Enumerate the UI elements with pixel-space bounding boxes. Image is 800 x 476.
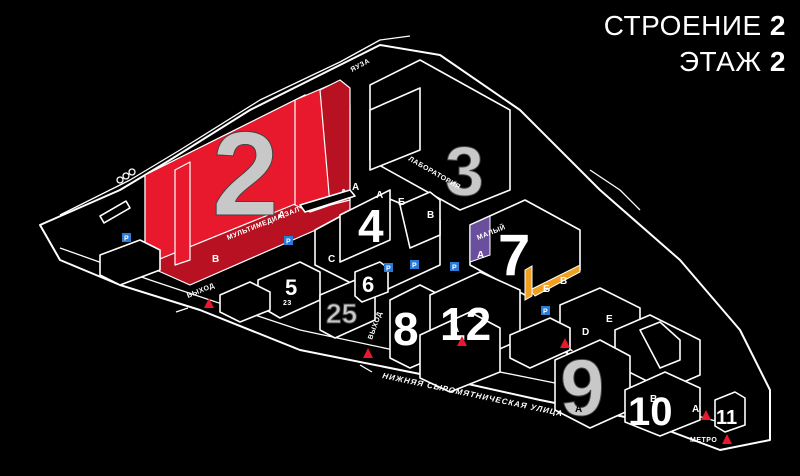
bridge bbox=[299, 189, 356, 213]
entrance-marker bbox=[560, 338, 570, 348]
building-west bbox=[99, 239, 161, 286]
building-4-letter-a: А bbox=[376, 190, 383, 201]
site-boundary bbox=[39, 44, 771, 451]
building-east bbox=[639, 321, 681, 369]
svg-text:P: P bbox=[543, 309, 548, 316]
building-4-letter-v: В bbox=[427, 210, 434, 221]
building-6[interactable]: 6 bbox=[354, 261, 389, 303]
river-label: ЯУЗА bbox=[350, 58, 372, 74]
building-4[interactable]: 4 А Б В С bbox=[314, 189, 441, 296]
cluster-letter-d: D bbox=[582, 327, 589, 338]
building-9-number: 9 bbox=[560, 343, 605, 432]
riverbank bbox=[59, 35, 411, 216]
building-2-column bbox=[174, 161, 191, 266]
building-7-small-hall bbox=[469, 215, 491, 263]
title-block: СТРОЕНИЕ 2 ЭТАЖ 2 bbox=[604, 8, 786, 80]
building-12-number: 12 bbox=[440, 298, 491, 350]
building-7[interactable]: 7 МАЛЫЙ А Б В bbox=[469, 199, 581, 301]
riverbank-2 bbox=[589, 169, 641, 211]
building-23-number: 23 bbox=[283, 300, 292, 307]
floor-title: ЭТАЖ 2 bbox=[604, 44, 786, 80]
building-4-number: 4 bbox=[358, 200, 384, 252]
building-8-number: 8 bbox=[393, 303, 419, 355]
svg-text:P: P bbox=[286, 239, 291, 246]
building-10-letter-a: А bbox=[692, 404, 699, 415]
building-7-accent-2 bbox=[524, 265, 533, 301]
parking-marker: P bbox=[284, 236, 293, 246]
entrance-marker bbox=[204, 298, 214, 308]
building-12-letter-a: А bbox=[452, 324, 459, 335]
metro-label: МЕТРО bbox=[690, 437, 717, 444]
building-word: СТРОЕНИЕ bbox=[603, 10, 762, 41]
building-3-letter: А bbox=[352, 182, 359, 193]
building-10[interactable]: 10 В А bbox=[624, 371, 701, 437]
building-9-letter-a: А bbox=[575, 404, 582, 415]
building-south bbox=[219, 281, 271, 323]
building-6-body bbox=[354, 261, 389, 303]
building-7-letter-b: Б bbox=[543, 284, 550, 295]
bollard bbox=[122, 172, 130, 180]
building-2-letter-a: А bbox=[278, 210, 285, 221]
entrance-marker bbox=[363, 348, 373, 358]
parking-marker: P bbox=[410, 260, 419, 270]
building-7-accent bbox=[529, 264, 581, 297]
entrance-marker bbox=[701, 410, 711, 420]
building-5[interactable]: 5 23 bbox=[257, 261, 321, 319]
building-number: 2 bbox=[769, 10, 786, 41]
parking-marker: P bbox=[450, 262, 459, 272]
bollard bbox=[116, 176, 124, 184]
building-2-number: 2 bbox=[212, 107, 279, 241]
building-title: СТРОЕНИЕ 2 bbox=[604, 8, 786, 44]
svg-text:P: P bbox=[386, 266, 391, 273]
entrance-marker bbox=[457, 336, 467, 346]
svg-text:P: P bbox=[412, 263, 417, 270]
building-7-letter-v: В bbox=[560, 276, 567, 287]
building-12[interactable]: 12 А В bbox=[419, 271, 535, 393]
building-11[interactable]: 11 bbox=[714, 391, 746, 433]
pier bbox=[99, 200, 131, 224]
building-9[interactable]: 9 А bbox=[554, 339, 631, 433]
building-mid bbox=[509, 317, 571, 369]
building-5-number: 5 bbox=[285, 275, 297, 300]
exit-arrow-2 bbox=[359, 364, 373, 373]
building-10-letter-v: В bbox=[650, 394, 657, 405]
parking-marker: P bbox=[541, 306, 550, 316]
floor-word: ЭТАЖ bbox=[678, 46, 762, 77]
building-12-base bbox=[419, 311, 501, 393]
building-2-tower-side bbox=[319, 79, 351, 206]
building-11-number: 11 bbox=[716, 407, 737, 429]
floor-number: 2 bbox=[769, 46, 786, 77]
building-3-wing bbox=[369, 87, 421, 171]
exit-arrow bbox=[175, 307, 189, 313]
building-4-letter-c: С bbox=[328, 254, 335, 265]
parking-marker: P bbox=[122, 233, 131, 243]
building-3-number: 3 bbox=[445, 132, 484, 210]
parking-marker: P bbox=[384, 263, 393, 273]
building-10-body bbox=[624, 371, 701, 437]
building-3[interactable]: 3 ЛАБОРАТОРИЯ А bbox=[352, 59, 511, 211]
building-4-letter-b: Б bbox=[398, 197, 405, 208]
building-6-number: 6 bbox=[362, 272, 374, 297]
building-4-tower bbox=[339, 189, 391, 263]
building-11-body bbox=[714, 391, 746, 433]
building-10-number: 10 bbox=[628, 390, 673, 434]
bollard bbox=[128, 168, 136, 176]
building-4-annex bbox=[399, 191, 441, 249]
building-7-number: 7 bbox=[498, 223, 530, 288]
metro-marker bbox=[722, 434, 732, 444]
cluster-letter-e: E bbox=[606, 314, 613, 325]
svg-text:P: P bbox=[124, 236, 129, 243]
building-7-letter-a: А bbox=[477, 250, 484, 261]
building-2[interactable]: 2 МУЛЬТИМЕДИА ЗАЛ В А А bbox=[144, 79, 351, 286]
building-2-letter-b: В bbox=[212, 254, 219, 265]
svg-text:P: P bbox=[452, 265, 457, 272]
building-25-number: 25 bbox=[326, 298, 357, 329]
